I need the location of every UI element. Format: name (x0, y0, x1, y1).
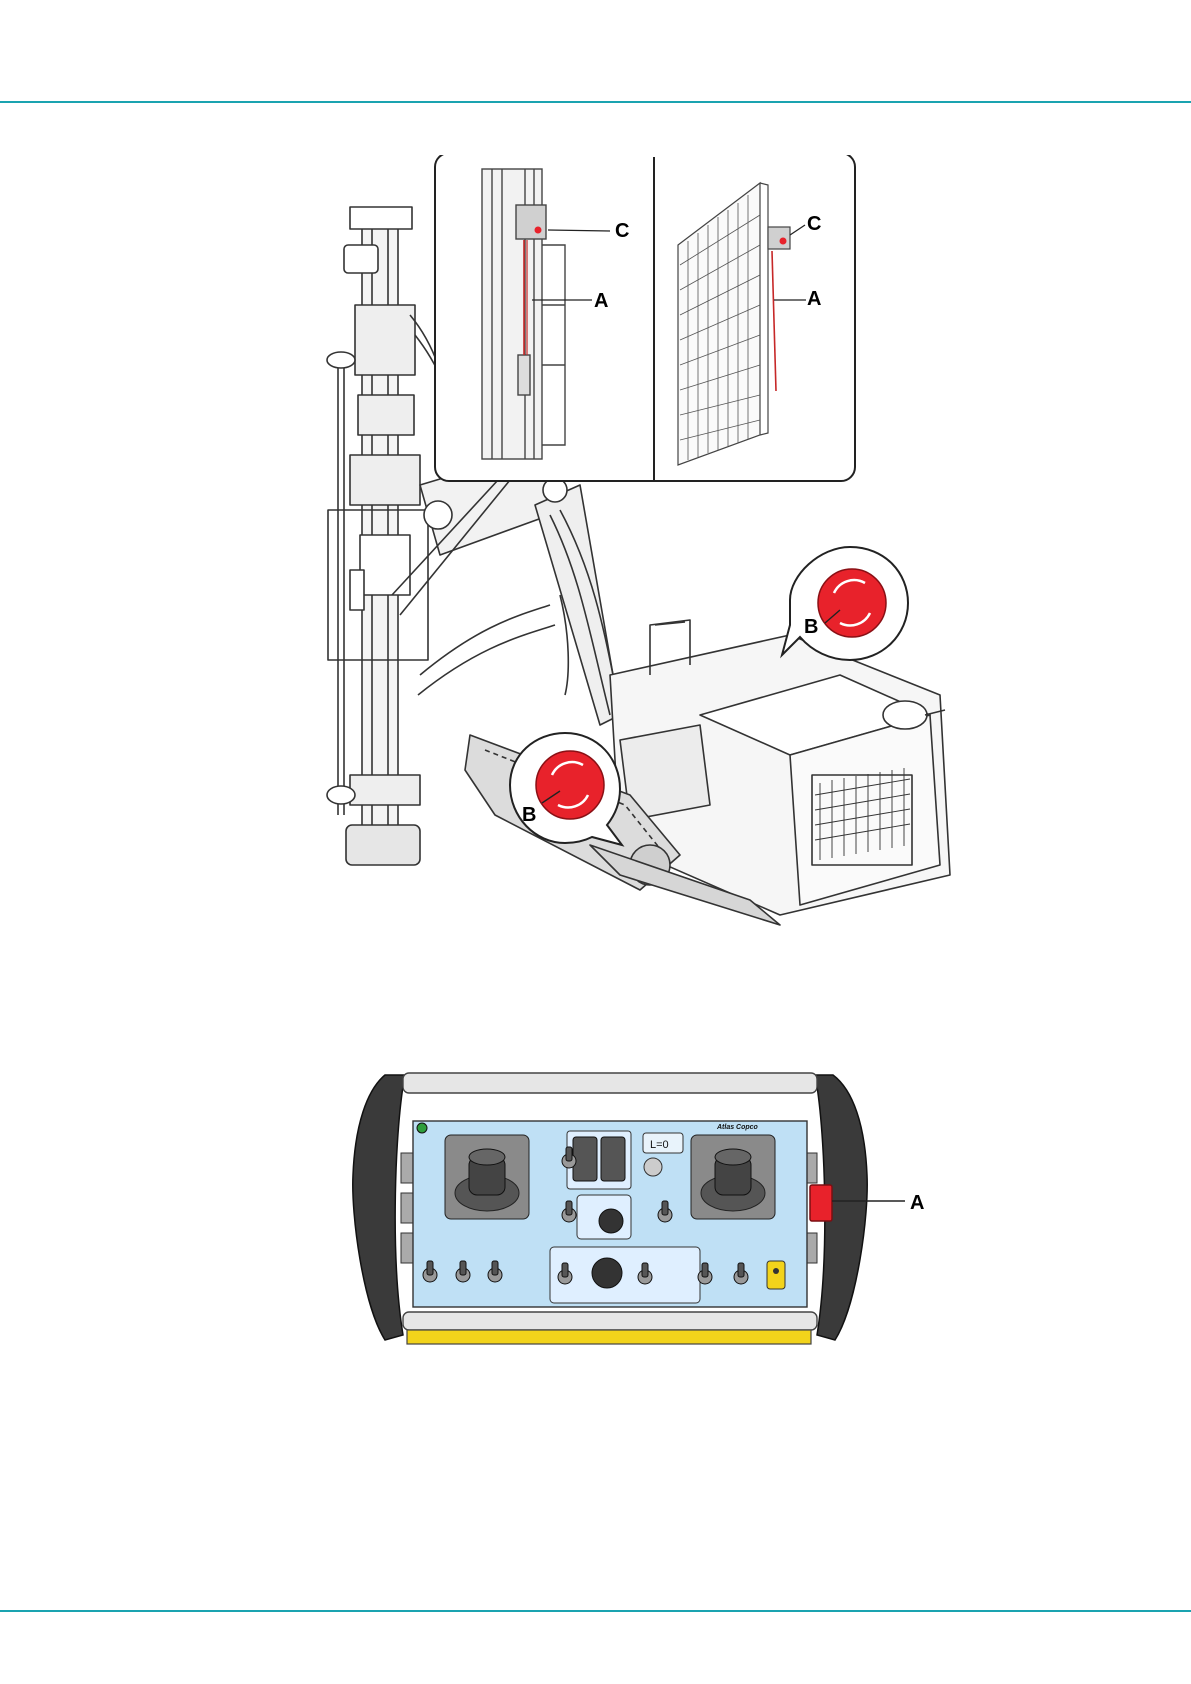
header-rule (0, 101, 1191, 103)
remote-control-figure: A L=0 Atlas Copco (345, 1065, 965, 1365)
bottom-bar (403, 1312, 817, 1330)
callout-c-right: C (807, 213, 821, 235)
rig-figure: C A C A B (320, 155, 1020, 995)
callout-a-left: A (594, 290, 608, 312)
right-joystick[interactable] (691, 1135, 775, 1219)
left-handle (353, 1075, 405, 1340)
side-stop-button[interactable] (810, 1185, 832, 1221)
yellow-base (407, 1330, 811, 1344)
status-lamp (417, 1123, 427, 1133)
brand-logo: Atlas Copco (716, 1124, 759, 1131)
boom (420, 455, 620, 725)
rotary-speed-knob[interactable] (592, 1258, 622, 1288)
top-bar (403, 1073, 817, 1093)
callout-b-lower: B (522, 804, 536, 826)
display-text: L=0 (650, 1139, 669, 1151)
callout-b-upper: B (804, 616, 818, 638)
inset-detail-box: C A C A (435, 155, 855, 481)
callout-c-left: C (615, 220, 629, 242)
rocker-switches[interactable] (567, 1131, 631, 1189)
footer-rule (0, 1610, 1191, 1612)
callout-a-remote: A (910, 1192, 924, 1214)
yellow-key-switch[interactable] (767, 1261, 785, 1289)
left-joystick[interactable] (445, 1135, 529, 1219)
mode-selector-knob[interactable] (599, 1209, 623, 1233)
callout-a-right: A (807, 288, 821, 310)
